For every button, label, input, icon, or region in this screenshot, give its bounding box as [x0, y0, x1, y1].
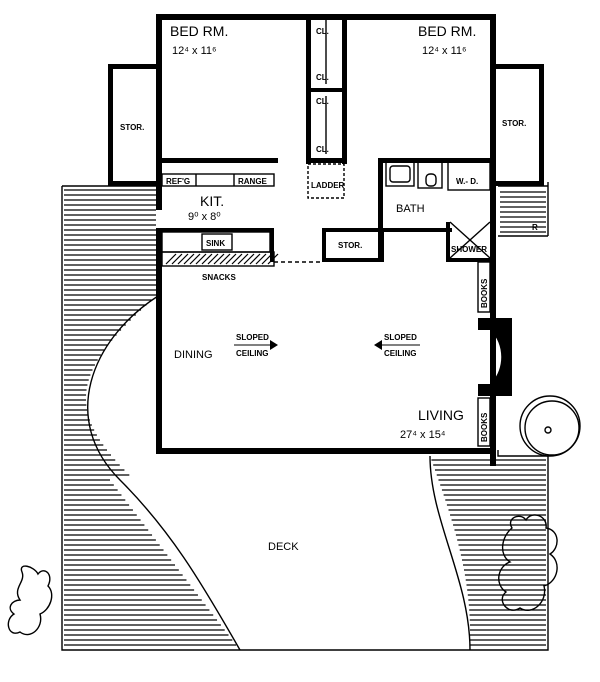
living-dims: 27⁴ x 15⁴: [400, 429, 446, 441]
snack-hatch-line: [207, 253, 219, 265]
snack-hatch-line: [171, 253, 183, 265]
deck-hatch-right: [431, 459, 546, 646]
snack-hatch-line: [219, 253, 231, 265]
sloped-right-line1: SLOPED: [384, 333, 417, 342]
snack-hatch-line: [213, 253, 225, 265]
bed-right-name: BED RM.: [418, 23, 476, 39]
sloped-left-line2: CEILING: [236, 349, 268, 358]
fixtures: [157, 20, 491, 447]
closet-label-2: CL.: [316, 73, 329, 82]
range-label: RANGE: [238, 177, 268, 186]
bed-right-dims: 12⁴ x 11⁶: [422, 45, 467, 57]
deck-hatch-left: [64, 189, 237, 646]
ladder-label: LADDER: [311, 181, 345, 190]
snack-hatch-line: [249, 253, 261, 265]
snack-hatch-line: [165, 253, 177, 265]
closet-label-3: CL.: [316, 97, 329, 106]
tree-right: [519, 395, 581, 457]
books-top-label: BOOKS: [480, 278, 489, 308]
snack-hatch-line: [261, 253, 273, 265]
snack-hatch-line: [243, 253, 255, 265]
snack-hatch-line: [183, 253, 195, 265]
closet-label-1: CL.: [316, 27, 329, 36]
storage-right: [494, 64, 544, 186]
snack-hatch-line: [267, 253, 279, 265]
snack-hatch-line: [189, 253, 201, 265]
bed-left-dims: 12⁴ x 11⁶: [172, 45, 217, 57]
refrigerator-label: REF'G: [166, 177, 190, 186]
bath-label: BATH: [396, 203, 425, 215]
closet-label-4: CL.: [316, 145, 329, 154]
shrub-left: [7, 565, 53, 636]
storage-right-label: STOR.: [502, 119, 526, 128]
snack-hatch-line: [255, 253, 267, 265]
sink-label: SINK: [206, 239, 225, 248]
interior-walls: [156, 14, 512, 396]
sloped-arrow-right: [374, 340, 420, 350]
shrub-right: [498, 514, 558, 611]
snack-hatch-line: [201, 253, 213, 265]
living-name: LIVING: [418, 407, 464, 423]
snack-hatch-line: [195, 253, 207, 265]
snack-bar-hatch: [165, 253, 279, 265]
entry-steps: [500, 191, 546, 233]
sloped-left-line1: SLOPED: [236, 333, 269, 342]
sloped-right-line2: CEILING: [384, 349, 416, 358]
snack-hatch-line: [177, 253, 189, 265]
storage-left-label: STOR.: [120, 123, 144, 132]
outer-walls: [156, 14, 496, 466]
snacks-label: SNACKS: [202, 273, 236, 282]
storage-center-label: STOR.: [338, 241, 362, 250]
deck-label: DECK: [268, 541, 299, 553]
deck-curve-right: [429, 455, 471, 651]
bed-left-name: BED RM.: [170, 23, 228, 39]
dining-label: DINING: [174, 349, 213, 361]
snack-hatch-line: [231, 253, 243, 265]
sloped-arrow-left: [234, 340, 278, 350]
washer-dryer-label: W.- D.: [456, 177, 478, 186]
storage-left: [108, 64, 158, 186]
snack-hatch-line: [237, 253, 249, 265]
books-bottom-label: BOOKS: [480, 412, 489, 442]
kitchen-name: KIT.: [200, 193, 224, 209]
shower-label: SHOWER: [451, 245, 487, 254]
deck-curve-left: [87, 295, 241, 651]
railing-label: R: [532, 223, 538, 232]
kitchen-dims: 9⁰ x 8⁰: [188, 211, 221, 223]
snack-hatch-line: [225, 253, 237, 265]
